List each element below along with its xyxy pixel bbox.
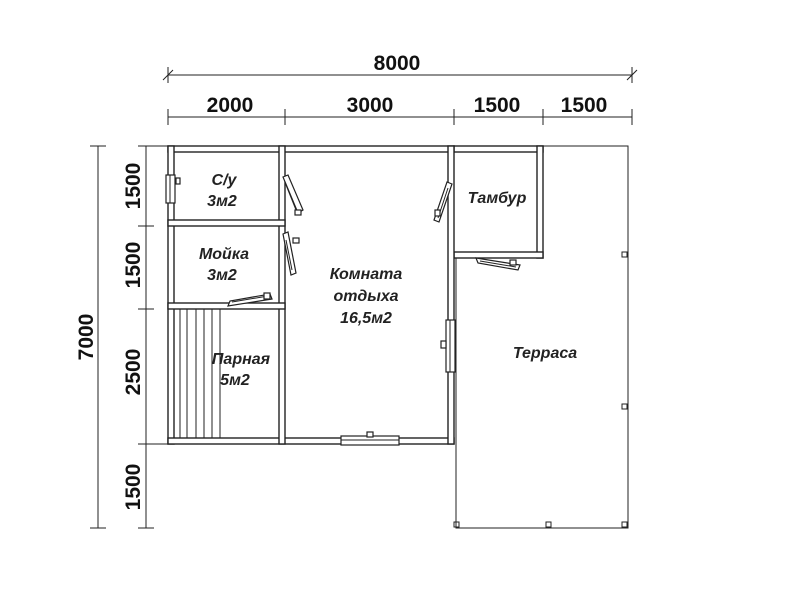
top-dimension-lines	[162, 67, 638, 125]
total-height-label: 7000	[75, 314, 98, 361]
height-segment-4: 1500	[122, 464, 145, 511]
door-bathroom	[282, 174, 304, 216]
width-segment-1: 2000	[207, 94, 254, 117]
width-segment-4: 1500	[561, 94, 608, 117]
door-vestibule	[433, 181, 453, 223]
steam-room-area: 5м2	[220, 372, 250, 389]
left-dimension-lines	[90, 145, 176, 529]
sauna-benches	[179, 309, 221, 438]
walls	[167, 145, 544, 445]
steam-room-name: Парная	[212, 351, 271, 368]
height-segment-3: 2500	[122, 349, 145, 396]
terrace-outline	[453, 145, 629, 529]
vestibule-name: Тамбур	[468, 190, 527, 207]
height-segment-1: 1500	[122, 163, 145, 210]
width-segment-3: 1500	[474, 94, 521, 117]
washroom-name: Мойка	[199, 246, 249, 263]
lounge-name: Комната	[330, 266, 403, 283]
window-lounge-right	[440, 319, 456, 373]
washroom-area: 3м2	[207, 267, 237, 284]
height-segment-2: 1500	[122, 242, 145, 289]
door-washroom	[282, 231, 300, 276]
door-steam-room	[227, 292, 273, 307]
width-segment-2: 3000	[347, 94, 394, 117]
window-lounge-bottom	[340, 431, 400, 446]
bathroom-area: 3м2	[207, 193, 237, 210]
bathroom-name: С/у	[212, 172, 238, 189]
lounge-name-2: отдыха	[334, 288, 399, 305]
terrace-name: Терраса	[513, 345, 577, 362]
door-entrance	[475, 257, 521, 271]
window-bathroom	[165, 174, 181, 204]
lounge-area: 16,5м2	[340, 310, 392, 327]
total-width-label: 8000	[374, 52, 421, 75]
